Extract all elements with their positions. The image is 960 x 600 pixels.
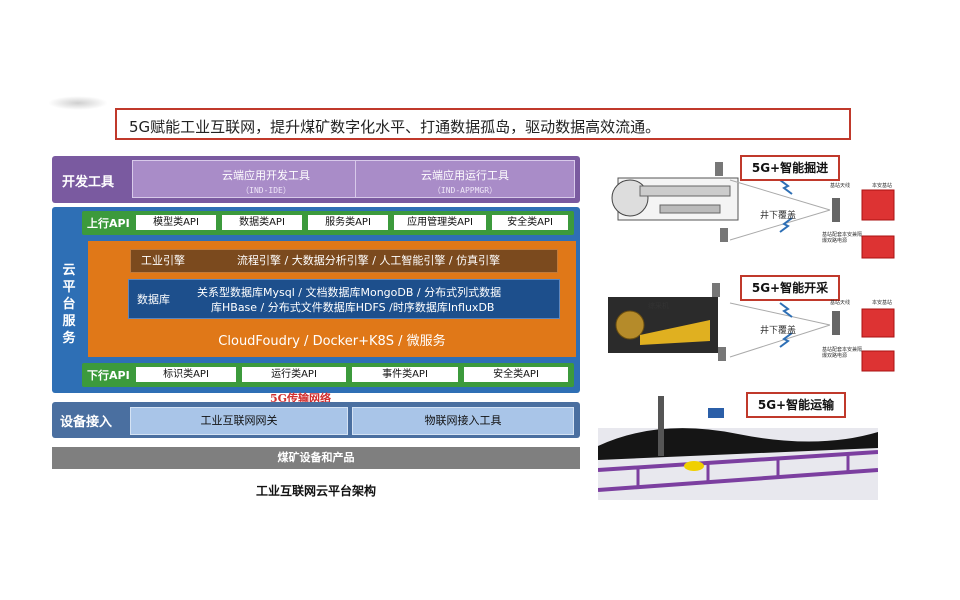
diagram-caption: 工业互联网云平台架构 bbox=[255, 484, 376, 498]
down-api-bar: 下行API 标识类API 运行类API 事件类API 安全类API bbox=[82, 363, 574, 387]
middleware-block: 工业引擎 流程引擎 / 大数据分析引擎 / 人工智能引擎 / 仿真引擎 数据库 … bbox=[88, 241, 576, 357]
excavation-illustration bbox=[611, 162, 895, 259]
cloudfoundry-text: CloudFoudry / Docker+K8S / 微服务 bbox=[218, 334, 446, 349]
scene-mining-base1: 基站天线 bbox=[830, 300, 851, 306]
headline-banner: 5G赋能工业互联网，提升煤矿数字化水平、打通数据孤岛，驱动数据高效流通。 bbox=[115, 108, 851, 140]
dev-tools-label: 开发工具 bbox=[62, 175, 115, 190]
scene-excavation-base2: 本安基站 bbox=[872, 183, 893, 189]
dev-tool-appmgr: 云端应用运行工具 （IND-APPMGR） bbox=[355, 160, 575, 198]
scene-mining: 5G+智能开采 综采机 井下覆盖 基站天线 本安基站 基站配套本安兼隔爆双路电源 bbox=[600, 275, 900, 385]
cloud-label-char: 平 bbox=[62, 280, 76, 295]
cloud-label-char: 台 bbox=[62, 297, 76, 312]
scene-mining-title: 5G+智能开采 bbox=[740, 275, 840, 301]
database-row: 数据库 关系型数据库Mysql / 文档数据库MongoDB / 分布式列式数据… bbox=[128, 279, 560, 319]
device-access-layer: 设备接入 工业互联网网关 物联网接入工具 bbox=[52, 402, 580, 438]
up-api-label: 上行API bbox=[87, 217, 130, 230]
engine-content: 流程引擎 / 大数据分析引擎 / 人工智能引擎 / 仿真引擎 bbox=[237, 254, 501, 267]
scene-excavation-base1: 基站天线 bbox=[830, 183, 851, 189]
engine-label: 工业引擎 bbox=[141, 254, 185, 267]
up-api-item: 数据类API bbox=[222, 215, 302, 230]
coal-devices-bar: 煤矿设备和产品 bbox=[52, 447, 580, 469]
dev-tool-ide-title: 云端应用开发工具 bbox=[222, 169, 310, 182]
scene-mining-machine-label: 综采机 bbox=[648, 302, 669, 310]
dev-tool-appmgr-sub: （IND-APPMGR） bbox=[432, 186, 498, 195]
industrial-engine-row: 工业引擎 流程引擎 / 大数据分析引擎 / 人工智能引擎 / 仿真引擎 bbox=[130, 249, 558, 273]
down-api-label: 下行API bbox=[87, 369, 130, 382]
scene-mining-power: 基站配套本安兼隔爆双路电源 bbox=[822, 347, 863, 359]
database-line2: 库HBase / 分布式文件数据库HDFS /时序数据库InfluxDB bbox=[211, 301, 495, 314]
up-api-item: 应用管理类API bbox=[394, 215, 486, 230]
decorative-shadow bbox=[48, 96, 108, 110]
down-api-item: 运行类API bbox=[242, 367, 346, 382]
down-api-item: 标识类API bbox=[136, 367, 236, 382]
5g-network-label: 5G传输网络 bbox=[270, 392, 332, 405]
device-access-iot-tool: 物联网接入工具 bbox=[352, 407, 574, 435]
scene-excavation-power: 基站配套本安兼隔爆双路电源 bbox=[822, 232, 863, 244]
cloud-label-char: 服 bbox=[62, 314, 76, 329]
dev-tool-appmgr-title: 云端应用运行工具 bbox=[421, 169, 509, 182]
up-api-item: 安全类API bbox=[492, 215, 568, 230]
cloud-platform-layer: 云 平 台 服 务 上行API 模型类API 数据类API 服务类API 应用管… bbox=[52, 207, 580, 393]
transport-illustration bbox=[598, 396, 878, 500]
down-api-item: 安全类API bbox=[464, 367, 568, 382]
up-api-item: 服务类API bbox=[308, 215, 388, 230]
mining-illustration bbox=[608, 283, 895, 372]
scene-mining-coverage: 井下覆盖 bbox=[760, 326, 797, 336]
scene-excavation-title: 5G+智能掘进 bbox=[740, 155, 840, 181]
database-label: 数据库 bbox=[137, 293, 170, 306]
device-access-gateway: 工业互联网网关 bbox=[130, 407, 348, 435]
cloud-label-char: 务 bbox=[62, 331, 76, 346]
cloud-platform-label: 云 平 台 服 务 bbox=[60, 262, 78, 347]
up-api-bar: 上行API 模型类API 数据类API 服务类API 应用管理类API 安全类A… bbox=[82, 211, 574, 235]
up-api-item: 模型类API bbox=[136, 215, 216, 230]
down-api-item: 事件类API bbox=[352, 367, 458, 382]
cloud-label-char: 云 bbox=[62, 263, 76, 278]
scene-transport-title: 5G+智能运输 bbox=[746, 392, 846, 418]
dev-tools-layer: 开发工具 云端应用开发工具 （IND-IDE） 云端应用运行工具 （IND-AP… bbox=[52, 156, 580, 203]
dev-tool-ide-sub: （IND-IDE） bbox=[241, 186, 291, 195]
scene-excavation: 5G+智能掘进 井下覆盖 基站天线 本安基站 基站配套本安兼隔爆双路电源 bbox=[600, 150, 900, 270]
scene-excavation-coverage: 井下覆盖 bbox=[760, 211, 797, 221]
database-line1: 关系型数据库Mysql / 文档数据库MongoDB / 分布式列式数据 bbox=[197, 286, 502, 299]
scene-mining-base2: 本安基站 bbox=[872, 300, 893, 306]
device-access-label: 设备接入 bbox=[60, 415, 113, 430]
scene-transport: 5G+智能运输 bbox=[598, 388, 878, 500]
